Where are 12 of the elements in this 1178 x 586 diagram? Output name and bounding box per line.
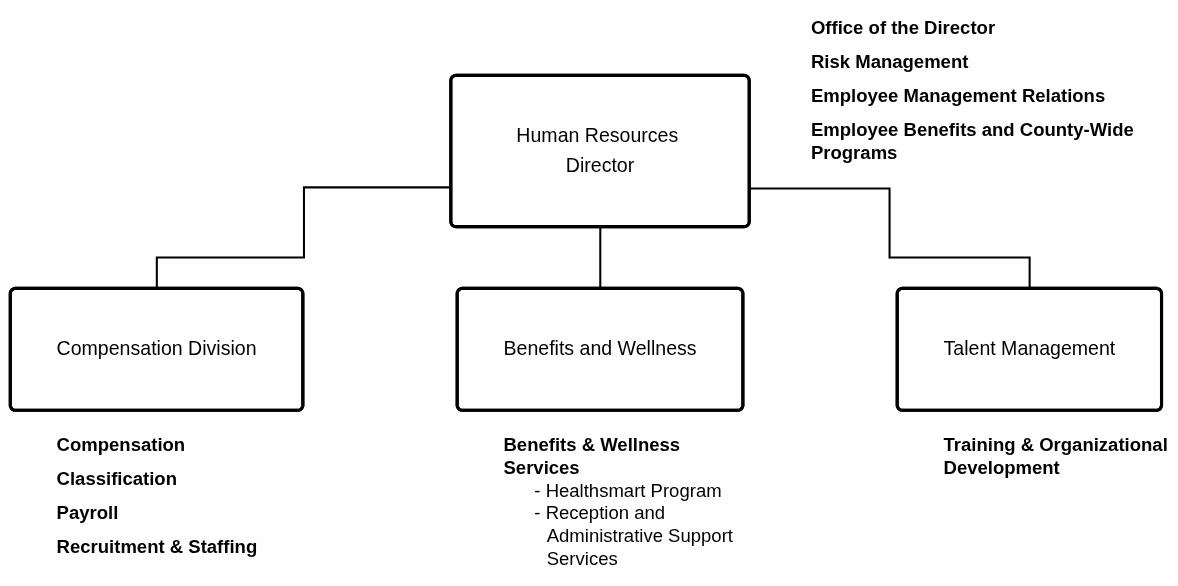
note-text: Classification [56, 468, 177, 490]
note-text: Risk Management [810, 51, 969, 73]
note-text: Training & Organizational Development [943, 434, 1168, 479]
note-text: - Healthsmart Program [534, 479, 722, 501]
note-text: - Reception and Administrative Support Services [534, 502, 733, 569]
note-text: Payroll [56, 502, 119, 524]
note-text: Employee Management Relations [810, 85, 1106, 107]
note-text: Recruitment & Staffing [56, 536, 258, 558]
note-text: Office of the Director [810, 17, 996, 39]
note-text: Compensation [56, 434, 186, 456]
note-text: Benefits & Wellness Services [503, 434, 681, 479]
note-text: Employee Benefits and County-Wide Programs [810, 119, 1134, 163]
